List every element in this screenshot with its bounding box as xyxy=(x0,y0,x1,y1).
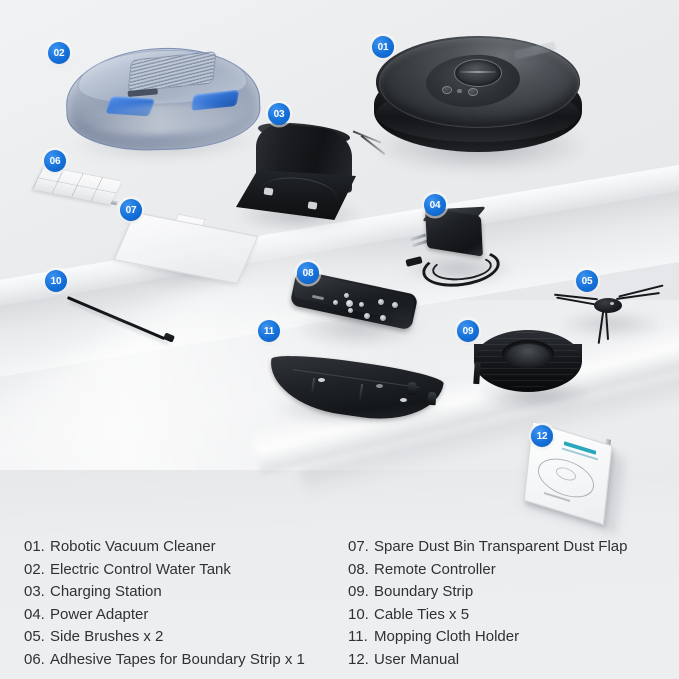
electric-control-water-tank xyxy=(60,35,264,166)
adhesive-tapes xyxy=(32,165,122,206)
remote-function-key xyxy=(392,302,398,308)
remote-dpad-down xyxy=(348,308,353,313)
legend-label: Mopping Cloth Holder xyxy=(374,628,520,646)
legend-item: 11. Mopping Cloth Holder xyxy=(348,626,668,649)
tie-strap xyxy=(66,296,166,341)
legend-column-right: 07. Spare Dust Bin Transparent Dust Flap… xyxy=(346,530,668,679)
dock-charging-contact-right xyxy=(307,201,318,210)
tape-grid-lines xyxy=(32,165,122,205)
legend-number: 01. xyxy=(24,538,45,555)
spare-dust-bin-transparent-dust-flap xyxy=(113,211,259,294)
legend-number: 12. xyxy=(348,650,369,668)
legend-item: 02. Electric Control Water Tank xyxy=(24,559,346,582)
robot-lidar-turret xyxy=(454,59,502,87)
holder-mount-hole xyxy=(318,378,325,382)
legend-item: 10. Cable Ties x 5 xyxy=(348,604,668,627)
legend-item: 09. Boundary Strip xyxy=(348,581,668,604)
holder-mount-hole xyxy=(400,398,407,402)
holder-clip-tab xyxy=(407,381,417,396)
legend-number: 02. xyxy=(24,560,45,578)
side-brushes xyxy=(553,282,666,345)
legend-label: Power Adapter xyxy=(50,605,149,623)
holder-clip-tab xyxy=(427,391,437,406)
robotic-vacuum-cleaner xyxy=(352,28,586,176)
legend-item: 06. Adhesive Tapes for Boundary Strip x … xyxy=(24,649,346,672)
legend-number: 04. xyxy=(24,605,45,623)
legend-label: Charging Station xyxy=(50,583,162,601)
callout-badge-02: 02 xyxy=(48,42,70,64)
brush-drop-shadow xyxy=(560,310,660,338)
callout-badge-05: 05 xyxy=(576,270,598,292)
legend-number: 03. xyxy=(24,583,45,601)
brush-hub xyxy=(594,298,622,313)
callout-badge-01: 01 xyxy=(372,36,394,58)
legend-number: 10. xyxy=(348,605,369,623)
callout-badge-11: 11 xyxy=(258,320,280,342)
boundary-strip xyxy=(473,326,590,410)
callout-badge-03: 03 xyxy=(268,103,290,125)
callout-badge-08: 08 xyxy=(297,262,319,284)
legend-label: Electric Control Water Tank xyxy=(50,560,231,578)
robot-home-button xyxy=(468,88,478,96)
callout-badge-04: 04 xyxy=(424,194,446,216)
tie-drop-shadow xyxy=(68,300,170,345)
callout-badge-10: 10 xyxy=(45,270,67,292)
legend-number: 11. xyxy=(348,628,368,646)
remote-dpad-center xyxy=(346,300,353,307)
brush-bristle-arm xyxy=(616,291,660,301)
remote-function-key xyxy=(364,313,370,319)
legend-number: 06. xyxy=(24,650,45,668)
remote-controller xyxy=(289,269,424,348)
callout-badge-06: 06 xyxy=(44,150,66,172)
legend-number: 09. xyxy=(348,583,369,601)
legend-label: Adhesive Tapes for Boundary Strip x 1 xyxy=(50,650,305,668)
dock-charging-contact-left xyxy=(263,187,274,196)
callout-badge-12: 12 xyxy=(531,425,553,447)
legend-number: 05. xyxy=(24,628,45,646)
strip-coil-center xyxy=(508,344,548,364)
legend-label: Remote Controller xyxy=(374,560,496,578)
cable-ties xyxy=(66,296,184,345)
remote-function-key xyxy=(380,315,386,321)
remote-dpad-left xyxy=(333,300,338,305)
holder-mount-hole xyxy=(376,384,383,388)
callout-badge-07: 07 xyxy=(120,199,142,221)
legend-item: 05. Side Brushes x 2 xyxy=(24,626,346,649)
robot-top-rim xyxy=(379,38,579,128)
robot-power-button xyxy=(442,86,452,94)
remote-dpad-right xyxy=(359,302,364,307)
adapter-prong xyxy=(411,239,429,248)
legend-label: Cable Ties x 5 xyxy=(374,605,470,623)
mopping-cloth-holder xyxy=(265,350,448,428)
legend-label: Spare Dust Bin Transparent Dust Flap xyxy=(374,538,628,555)
legend-column-left: 01. Robotic Vacuum Cleaner 02. Electric … xyxy=(0,530,346,679)
legend-item: 08. Remote Controller xyxy=(348,559,668,582)
legend-item: 07. Spare Dust Bin Transparent Dust Flap xyxy=(348,536,668,559)
legend-item: 01. Robotic Vacuum Cleaner xyxy=(24,536,346,559)
legend-number: 08. xyxy=(348,560,369,578)
remote-dpad-up xyxy=(344,293,349,298)
parts-legend: 01. Robotic Vacuum Cleaner 02. Electric … xyxy=(0,530,679,679)
legend-label: User Manual xyxy=(374,650,460,668)
legend-number: 07. xyxy=(348,538,369,555)
callout-badge-09: 09 xyxy=(457,320,479,342)
legend-label: Robotic Vacuum Cleaner xyxy=(50,538,216,555)
legend-label: Side Brushes x 2 xyxy=(50,628,164,646)
charging-station xyxy=(236,119,364,232)
legend-label: Boundary Strip xyxy=(374,583,474,601)
power-adapter xyxy=(404,206,514,292)
adapter-drop-shadow xyxy=(406,252,512,286)
legend-item: 12. User Manual xyxy=(348,649,668,672)
legend-item: 03. Charging Station xyxy=(24,581,346,604)
robot-indicator-led xyxy=(457,89,462,93)
remote-function-key xyxy=(378,299,384,305)
legend-item: 04. Power Adapter xyxy=(24,604,346,627)
